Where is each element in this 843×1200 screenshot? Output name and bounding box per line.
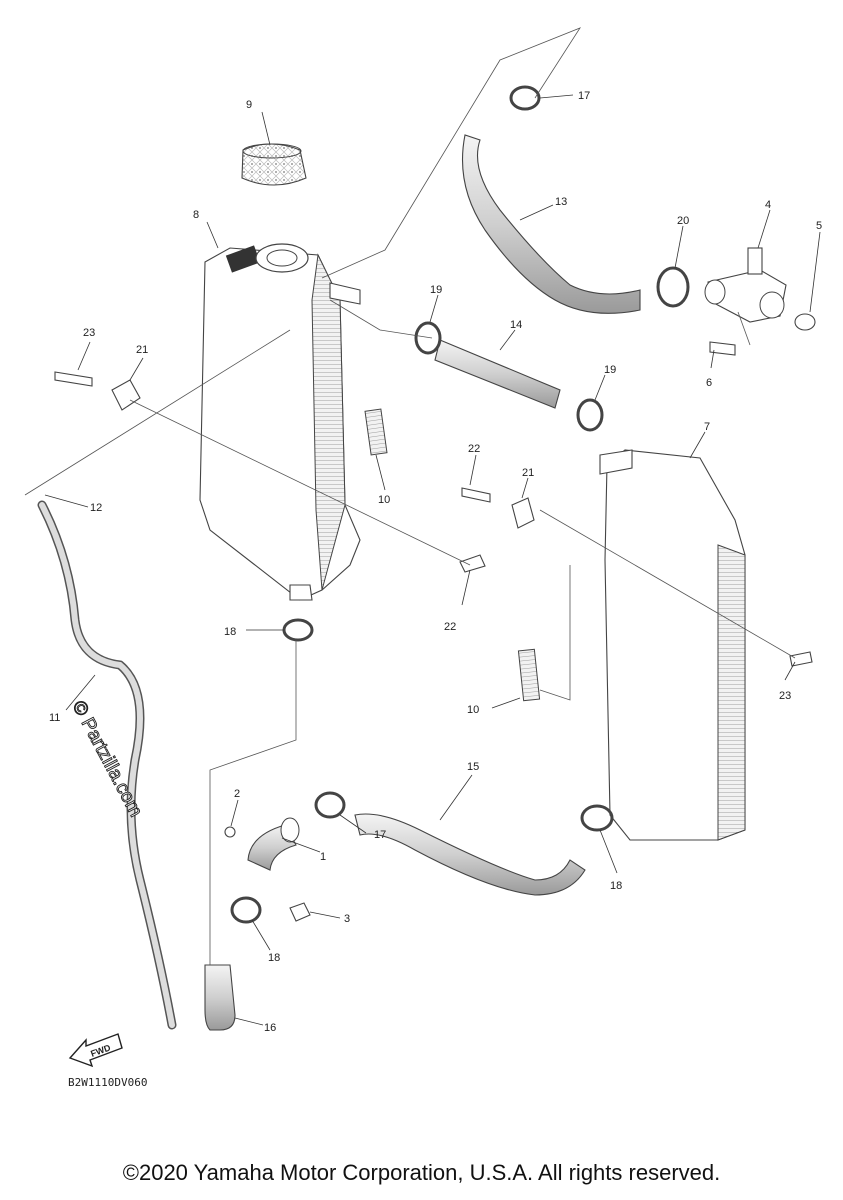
callout-16: 16 bbox=[264, 1022, 276, 1034]
bolt-23-right bbox=[789, 651, 813, 667]
collar-21-right bbox=[511, 497, 535, 529]
hose-14 bbox=[434, 339, 561, 409]
drawing-code: B2W1110DV060 bbox=[68, 1076, 147, 1089]
callout-labels: 9 8 17 13 20 4 5 6 19 14 19 7 23 21 22 2… bbox=[49, 90, 822, 1034]
callout-13: 13 bbox=[555, 196, 567, 208]
hose-16 bbox=[204, 964, 236, 1031]
callout-23-left: 23 bbox=[83, 327, 95, 339]
plug-3 bbox=[289, 902, 311, 922]
callout-6: 6 bbox=[706, 377, 712, 389]
bolt-22-right bbox=[459, 554, 486, 573]
right-radiator bbox=[517, 449, 746, 841]
callout-14: 14 bbox=[510, 319, 522, 331]
hose-13 bbox=[461, 134, 641, 314]
clamp-17-bottom bbox=[314, 791, 346, 819]
collar-21-left bbox=[111, 379, 141, 411]
callout-7: 7 bbox=[704, 421, 710, 433]
copyright-notice: ©2020 Yamaha Motor Corporation, U.S.A. A… bbox=[122, 1160, 721, 1185]
leader-lines bbox=[44, 94, 821, 1026]
callout-8: 8 bbox=[193, 209, 199, 221]
callout-2: 2 bbox=[234, 788, 240, 800]
bolt-2 bbox=[224, 826, 236, 838]
callout-18-right: 18 bbox=[610, 880, 622, 892]
pipe-fitting-4 bbox=[704, 247, 787, 323]
bolt-23-left bbox=[54, 371, 93, 387]
callout-19-left: 19 bbox=[430, 284, 442, 296]
cap-5 bbox=[794, 313, 816, 331]
callout-15: 15 bbox=[467, 761, 479, 773]
callout-9: 9 bbox=[246, 99, 252, 111]
callout-23-right: 23 bbox=[779, 690, 791, 702]
clamp-18-lower bbox=[230, 896, 262, 924]
callout-22-center: 22 bbox=[444, 621, 456, 633]
callout-22-right-top: 22 bbox=[468, 443, 480, 455]
radiator-cap bbox=[241, 143, 307, 186]
callout-1: 1 bbox=[320, 851, 326, 863]
hose-15 bbox=[354, 813, 586, 896]
callout-20: 20 bbox=[677, 215, 689, 227]
callout-5: 5 bbox=[816, 220, 822, 232]
phantom-lines bbox=[24, 27, 796, 965]
callout-21-right: 21 bbox=[522, 467, 534, 479]
bolt-22-left bbox=[461, 487, 491, 503]
callout-11: 11 bbox=[49, 712, 60, 724]
callout-3: 3 bbox=[344, 913, 350, 925]
callout-17-bottom: 17 bbox=[374, 829, 386, 841]
fwd-arrow-icon: FWD bbox=[68, 1033, 123, 1068]
callout-10-left: 10 bbox=[378, 494, 390, 506]
clamp-18-upper bbox=[282, 618, 314, 642]
clamp-19-right bbox=[576, 398, 604, 432]
callout-19-right: 19 bbox=[604, 364, 616, 376]
clamp-19-left bbox=[414, 321, 442, 355]
callout-4: 4 bbox=[765, 199, 771, 211]
callout-12: 12 bbox=[90, 502, 102, 514]
callout-17-top: 17 bbox=[578, 90, 590, 102]
clamp-18-right bbox=[580, 804, 614, 832]
callout-18-lower: 18 bbox=[268, 952, 280, 964]
callout-10-right: 10 bbox=[467, 704, 479, 716]
callout-21-left: 21 bbox=[136, 344, 148, 356]
callout-18-upper: 18 bbox=[224, 626, 236, 638]
bolt-6 bbox=[709, 341, 736, 356]
left-radiator bbox=[199, 243, 388, 601]
clamp-20 bbox=[656, 266, 690, 308]
clamp-17-top bbox=[509, 85, 541, 111]
